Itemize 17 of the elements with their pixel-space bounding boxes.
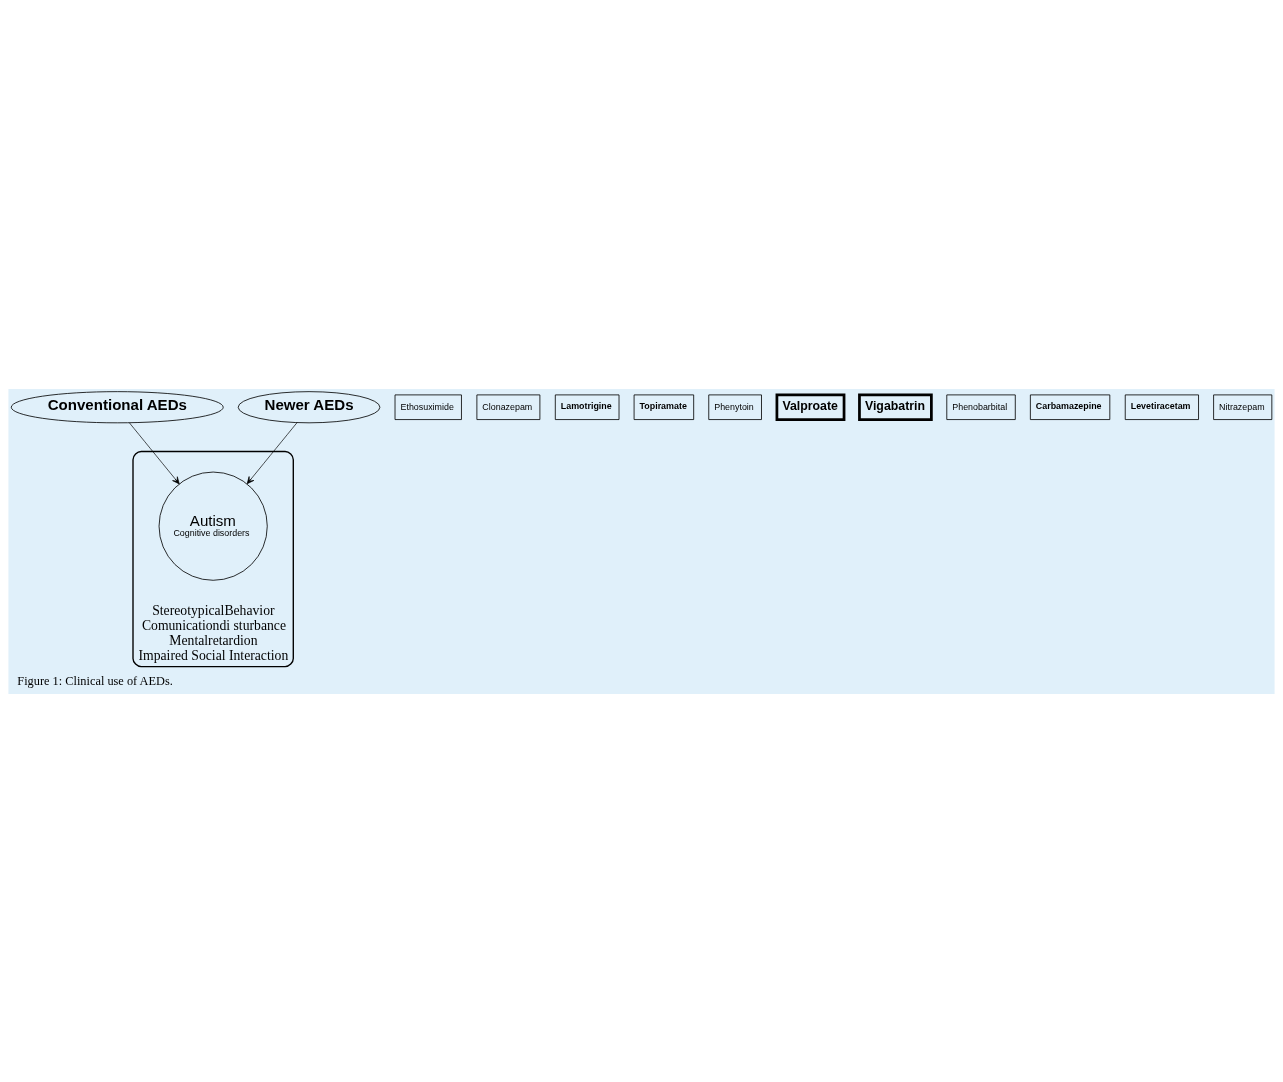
arrow <box>246 421 298 484</box>
node-box: Levetiracetam <box>1124 394 1199 420</box>
caption: Figure 1: Clinical use of AEDs. <box>17 673 173 688</box>
node-box: Carbamazepine <box>1029 394 1111 420</box>
node-ellipse: Newer AEDs <box>237 390 381 423</box>
node-box: Phenobarbital <box>946 394 1016 420</box>
node-box: Ethosuximide <box>394 394 462 420</box>
node-box: Phenytoin <box>708 394 762 420</box>
node-circle: Autism Cognitive disorders <box>158 471 268 581</box>
node-box: Vigabatrin <box>858 393 933 421</box>
node-box: Clonazepam <box>476 394 541 420</box>
node-ellipse: Conventional AEDs <box>10 390 224 423</box>
node-box: Valproate <box>775 393 846 421</box>
node-box: Lamotrigine <box>554 394 620 420</box>
arrow <box>129 421 180 484</box>
node-box: Topiramate <box>633 394 695 420</box>
node-box: Nitrazepam <box>1213 394 1273 420</box>
